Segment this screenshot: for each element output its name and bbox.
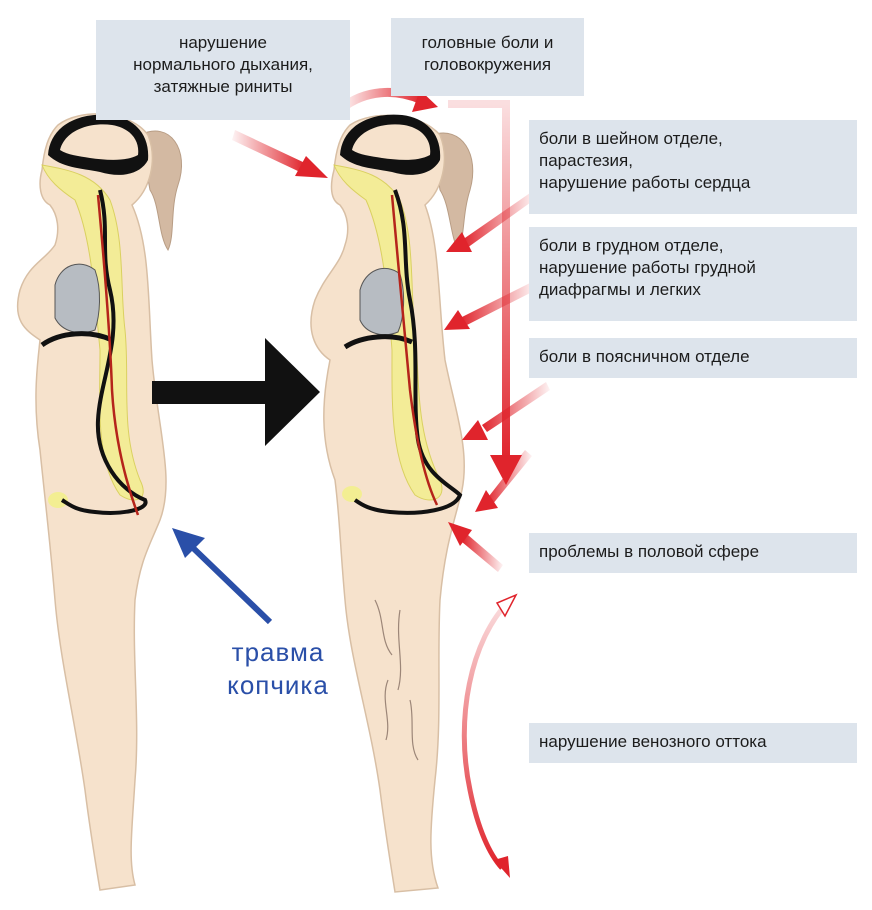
pelvic-nerve-area [48, 492, 68, 508]
lower-back-arrow-icon [475, 450, 532, 512]
artery [96, 194, 140, 516]
label-line: нарушение венозного оттока [539, 732, 767, 751]
label-line: головокружения [423, 55, 552, 74]
label-line: проблемы в половой сфере [539, 542, 760, 561]
brain-inner [60, 124, 139, 160]
breathing-arrow-icon [232, 130, 328, 178]
diaphragm [40, 331, 114, 348]
label-line: нормального дыхания, [133, 55, 313, 74]
label-line: боли в шейном отделе, [539, 129, 723, 148]
label-line: боли в поясничном отделе [539, 347, 750, 366]
label-line: нарушение работы сердца [539, 173, 751, 192]
body-silhouette-right [310, 114, 465, 893]
label-headache: головные боли и головокружения [391, 18, 584, 96]
spine [60, 189, 148, 515]
spine-right [353, 189, 463, 515]
label-breathing: нарушение нормального дыхания, затяжные … [96, 20, 350, 120]
label-venous: нарушение венозного оттока [529, 723, 857, 763]
venous-double-arrow-icon [461, 593, 518, 878]
label-thoracic: боли в грудном отделе, нарушение работы … [529, 227, 857, 321]
label-line: боли в грудном отделе, [539, 236, 724, 255]
lungs [54, 263, 100, 334]
pelvic-nerve-area-right [342, 486, 362, 502]
trauma-arrow-icon [172, 528, 273, 625]
trauma-caption: травма копчика [198, 636, 358, 702]
label-line: затяжные риниты [153, 77, 293, 96]
label-line: нарушение [178, 33, 268, 52]
trauma-caption-line: травма [231, 637, 325, 667]
label-lumbar: боли в поясничном отделе [529, 338, 857, 378]
label-line: парастезия, [539, 151, 633, 170]
trauma-caption-line: копчика [227, 670, 329, 700]
lumbar-arrow-icon [462, 382, 550, 440]
figure-after-trauma [310, 114, 474, 893]
lungs-right [359, 268, 405, 336]
figure-before-trauma [16, 113, 183, 891]
brain-inner-right [352, 124, 431, 160]
label-cervical: боли в шейном отделе, парастезия, наруше… [529, 120, 857, 214]
label-line: диафрагмы и легких [539, 280, 701, 299]
label-line: нарушение работы грудной [539, 258, 756, 277]
cervical-arrow-icon [446, 193, 534, 252]
thoracic-arrow-icon [444, 283, 534, 330]
label-pelvic: проблемы в половой сфере [529, 533, 857, 573]
back-pain-vertical-arrow-icon [448, 100, 522, 485]
transition-arrow-icon [152, 338, 320, 446]
pelvic-arrow-icon [448, 522, 503, 572]
varicose-veins [374, 599, 419, 761]
artery-right [390, 194, 439, 506]
label-line: головные боли и [421, 33, 554, 52]
